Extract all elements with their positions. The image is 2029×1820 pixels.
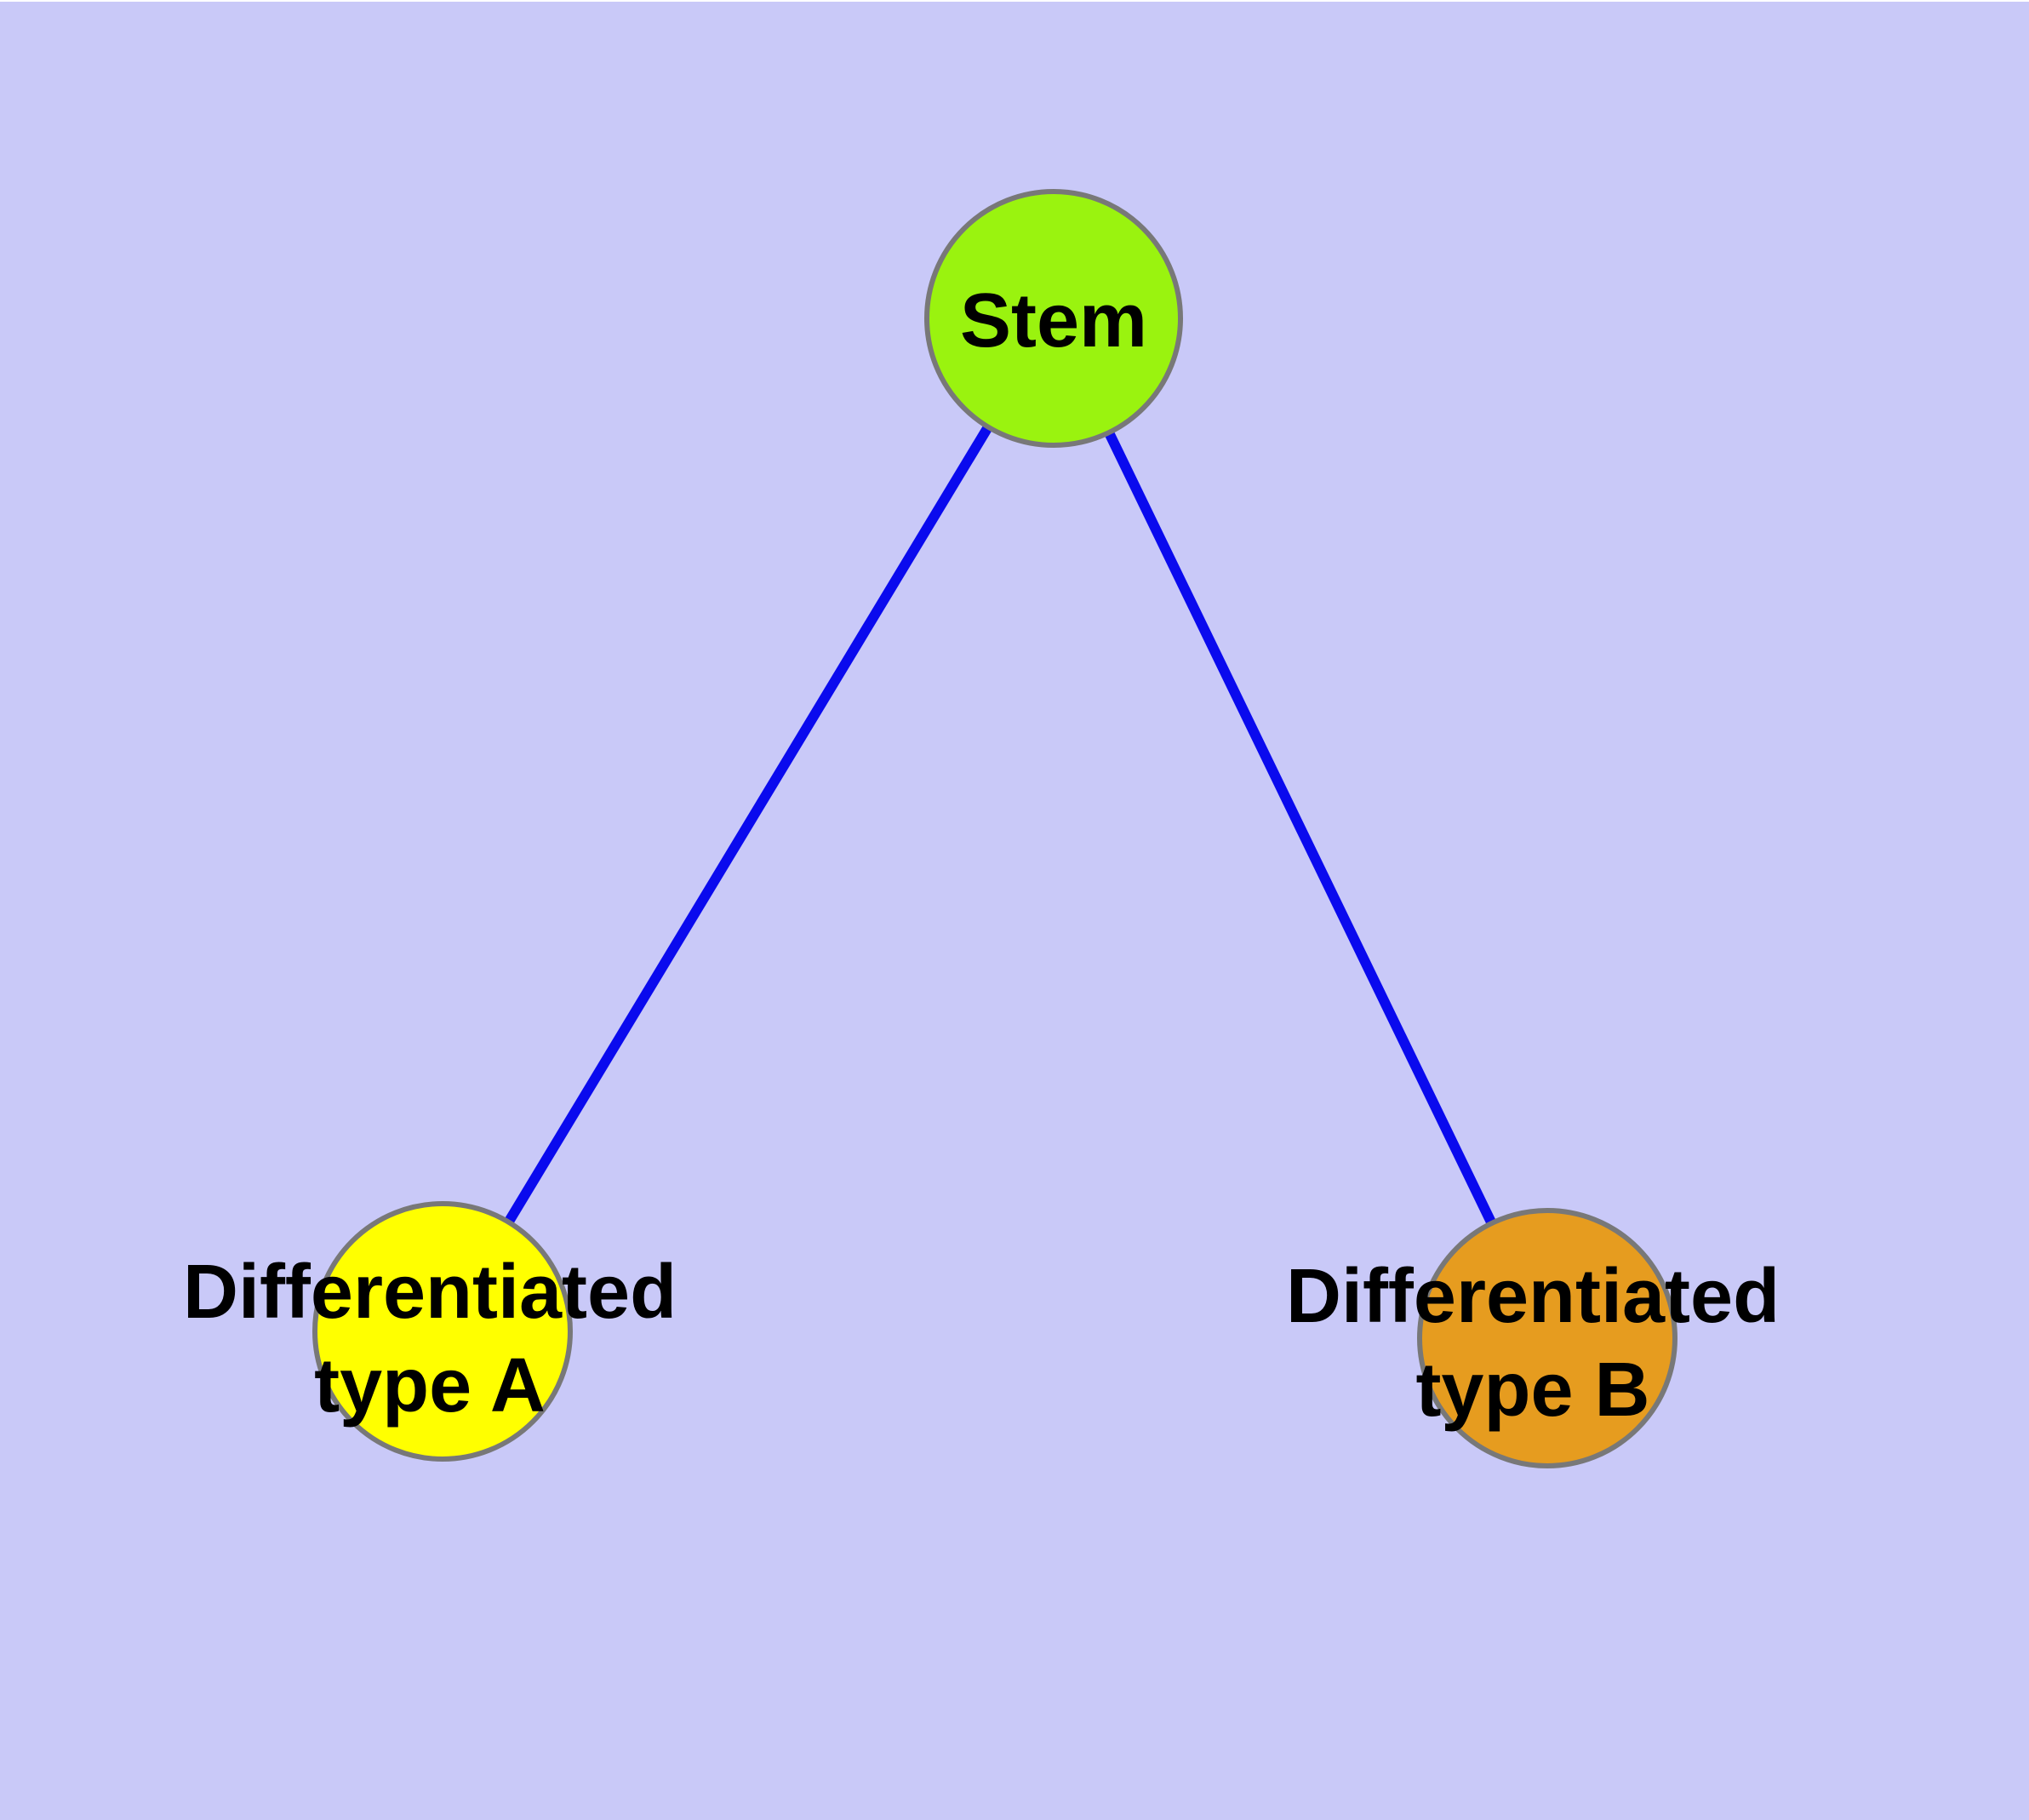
node-differentiated-type-b-circle — [1417, 1208, 1677, 1468]
edge-stem-to-type-a — [437, 315, 1059, 1335]
node-differentiated-type-b-label: Differentiated type B — [1285, 1254, 1780, 1433]
edge-stem-to-type-b — [1049, 316, 1552, 1341]
node-stem-label: Stem — [959, 278, 1148, 363]
node-differentiated-type-a-label: Differentiated type A — [182, 1250, 677, 1428]
node-stem-circle — [924, 189, 1183, 448]
node-differentiated-type-a-circle — [312, 1201, 573, 1462]
